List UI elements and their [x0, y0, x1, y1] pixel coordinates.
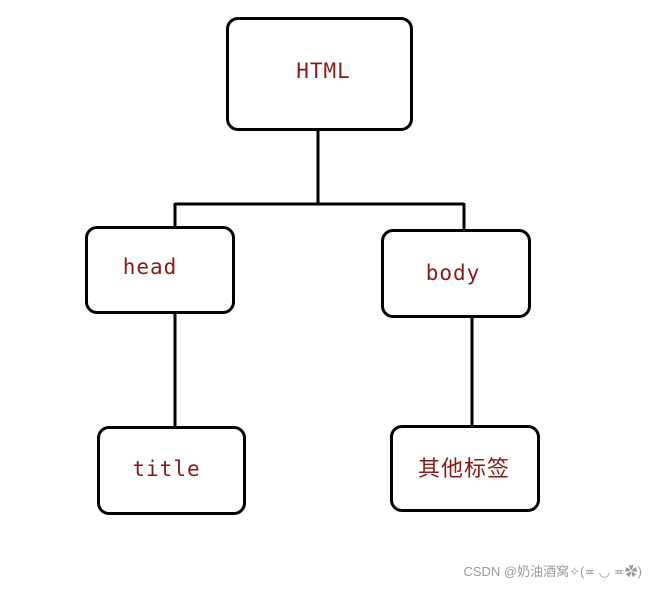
node-title: title [97, 426, 246, 515]
node-html-label: HTML [296, 59, 351, 83]
node-html: HTML [226, 17, 413, 131]
watermark: CSDN @奶油酒窝✧(≖ ◡ ≖✿) [463, 564, 642, 579]
node-title-label: title [132, 456, 201, 481]
node-body-label: body [425, 260, 481, 285]
node-other-tags: 其他标签 [390, 425, 540, 512]
node-other-tags-label: 其他标签 [417, 456, 510, 482]
node-head-label: head [122, 255, 178, 279]
node-body: body [381, 229, 531, 318]
node-head: head [85, 226, 235, 314]
